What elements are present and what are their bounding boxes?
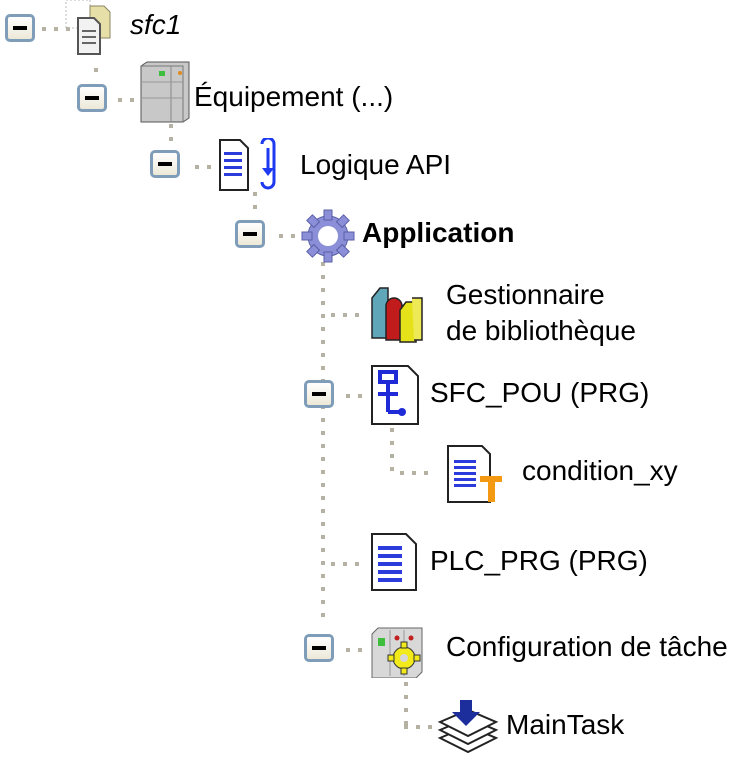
gear-icon [301, 209, 355, 263]
transition-icon [447, 445, 502, 503]
sfc-pou-icon [371, 365, 419, 425]
connector [404, 725, 434, 729]
connector [195, 165, 217, 169]
connector [404, 682, 408, 726]
task-icon [437, 700, 499, 754]
connector [346, 394, 368, 398]
connector [94, 68, 98, 80]
collapse-toggle[interactable] [77, 84, 107, 112]
node-label: SFC_POU (PRG) [430, 377, 650, 408]
library-books-icon [371, 287, 423, 343]
connector [390, 428, 394, 472]
collapse-toggle[interactable] [304, 634, 334, 662]
collapse-toggle[interactable] [235, 220, 265, 248]
connector [321, 262, 325, 626]
collapse-toggle[interactable] [304, 380, 334, 408]
device-icon [140, 61, 190, 123]
collapse-toggle[interactable] [150, 150, 180, 178]
connector [169, 124, 173, 148]
node-label: Application [362, 217, 515, 248]
plc-logic-icon [219, 138, 276, 191]
connector [118, 98, 138, 102]
node-label: Équipement (...) [194, 81, 394, 112]
node-label: condition_xy [522, 455, 678, 486]
node-label: PLC_PRG (PRG) [430, 545, 648, 576]
project-icon [65, 0, 111, 55]
task-configuration-icon [371, 627, 423, 678]
connector [400, 471, 436, 475]
node-label: Configuration de tâche [446, 631, 728, 662]
collapse-toggle[interactable] [5, 14, 35, 42]
connector [279, 234, 301, 238]
connector [42, 27, 72, 31]
connector [346, 648, 368, 652]
node-label: sfc1 [130, 9, 182, 40]
connector [253, 192, 257, 216]
node-label-line1: Gestionnaire [446, 279, 605, 310]
node-label-line2: de bibliothèque [446, 315, 636, 346]
connector [331, 313, 365, 317]
node-label: Logique API [300, 149, 452, 180]
pou-icon [371, 533, 417, 591]
node-label: MainTask [506, 709, 625, 740]
connector [331, 562, 365, 566]
